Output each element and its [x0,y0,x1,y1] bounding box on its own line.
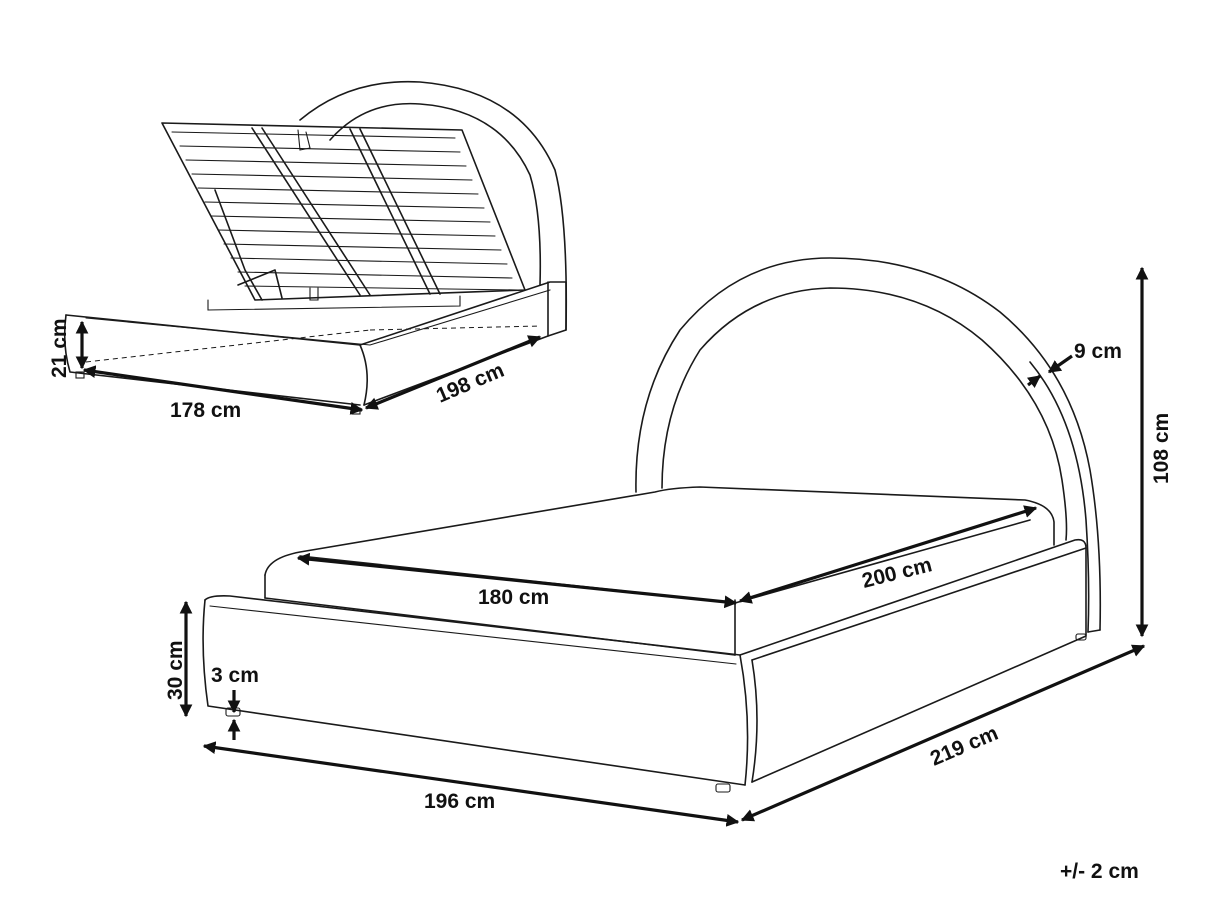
headboard-thickness-arrow [1047,354,1073,374]
total-length-label: 219 cm [927,722,1002,771]
mattress-length-dimension-line [738,505,1038,604]
storage-width-label: 178 cm [170,399,241,422]
mattress-width-dimension-line [296,552,738,609]
storage-height-label: 21 cm [48,318,71,378]
total-width-dimension-line [202,741,740,827]
mattress-width-label: 180 cm [478,586,549,609]
total-width-label: 196 cm [424,790,495,813]
storage-length-dimension-line [364,335,542,410]
leg-height-label: 3 cm [211,664,259,687]
total-length-dimension-line [740,644,1146,822]
headboard-thickness-label: 9 cm [1074,340,1122,363]
storage-width-dimension-line [82,365,364,415]
total-height-label: 108 cm [1150,413,1173,484]
frame-height-label: 30 cm [164,640,187,700]
bed-illustration [202,257,1102,793]
tolerance-note: +/- 2 cm [1060,860,1139,883]
headboard-thickness-arrow-inner [1026,374,1042,389]
